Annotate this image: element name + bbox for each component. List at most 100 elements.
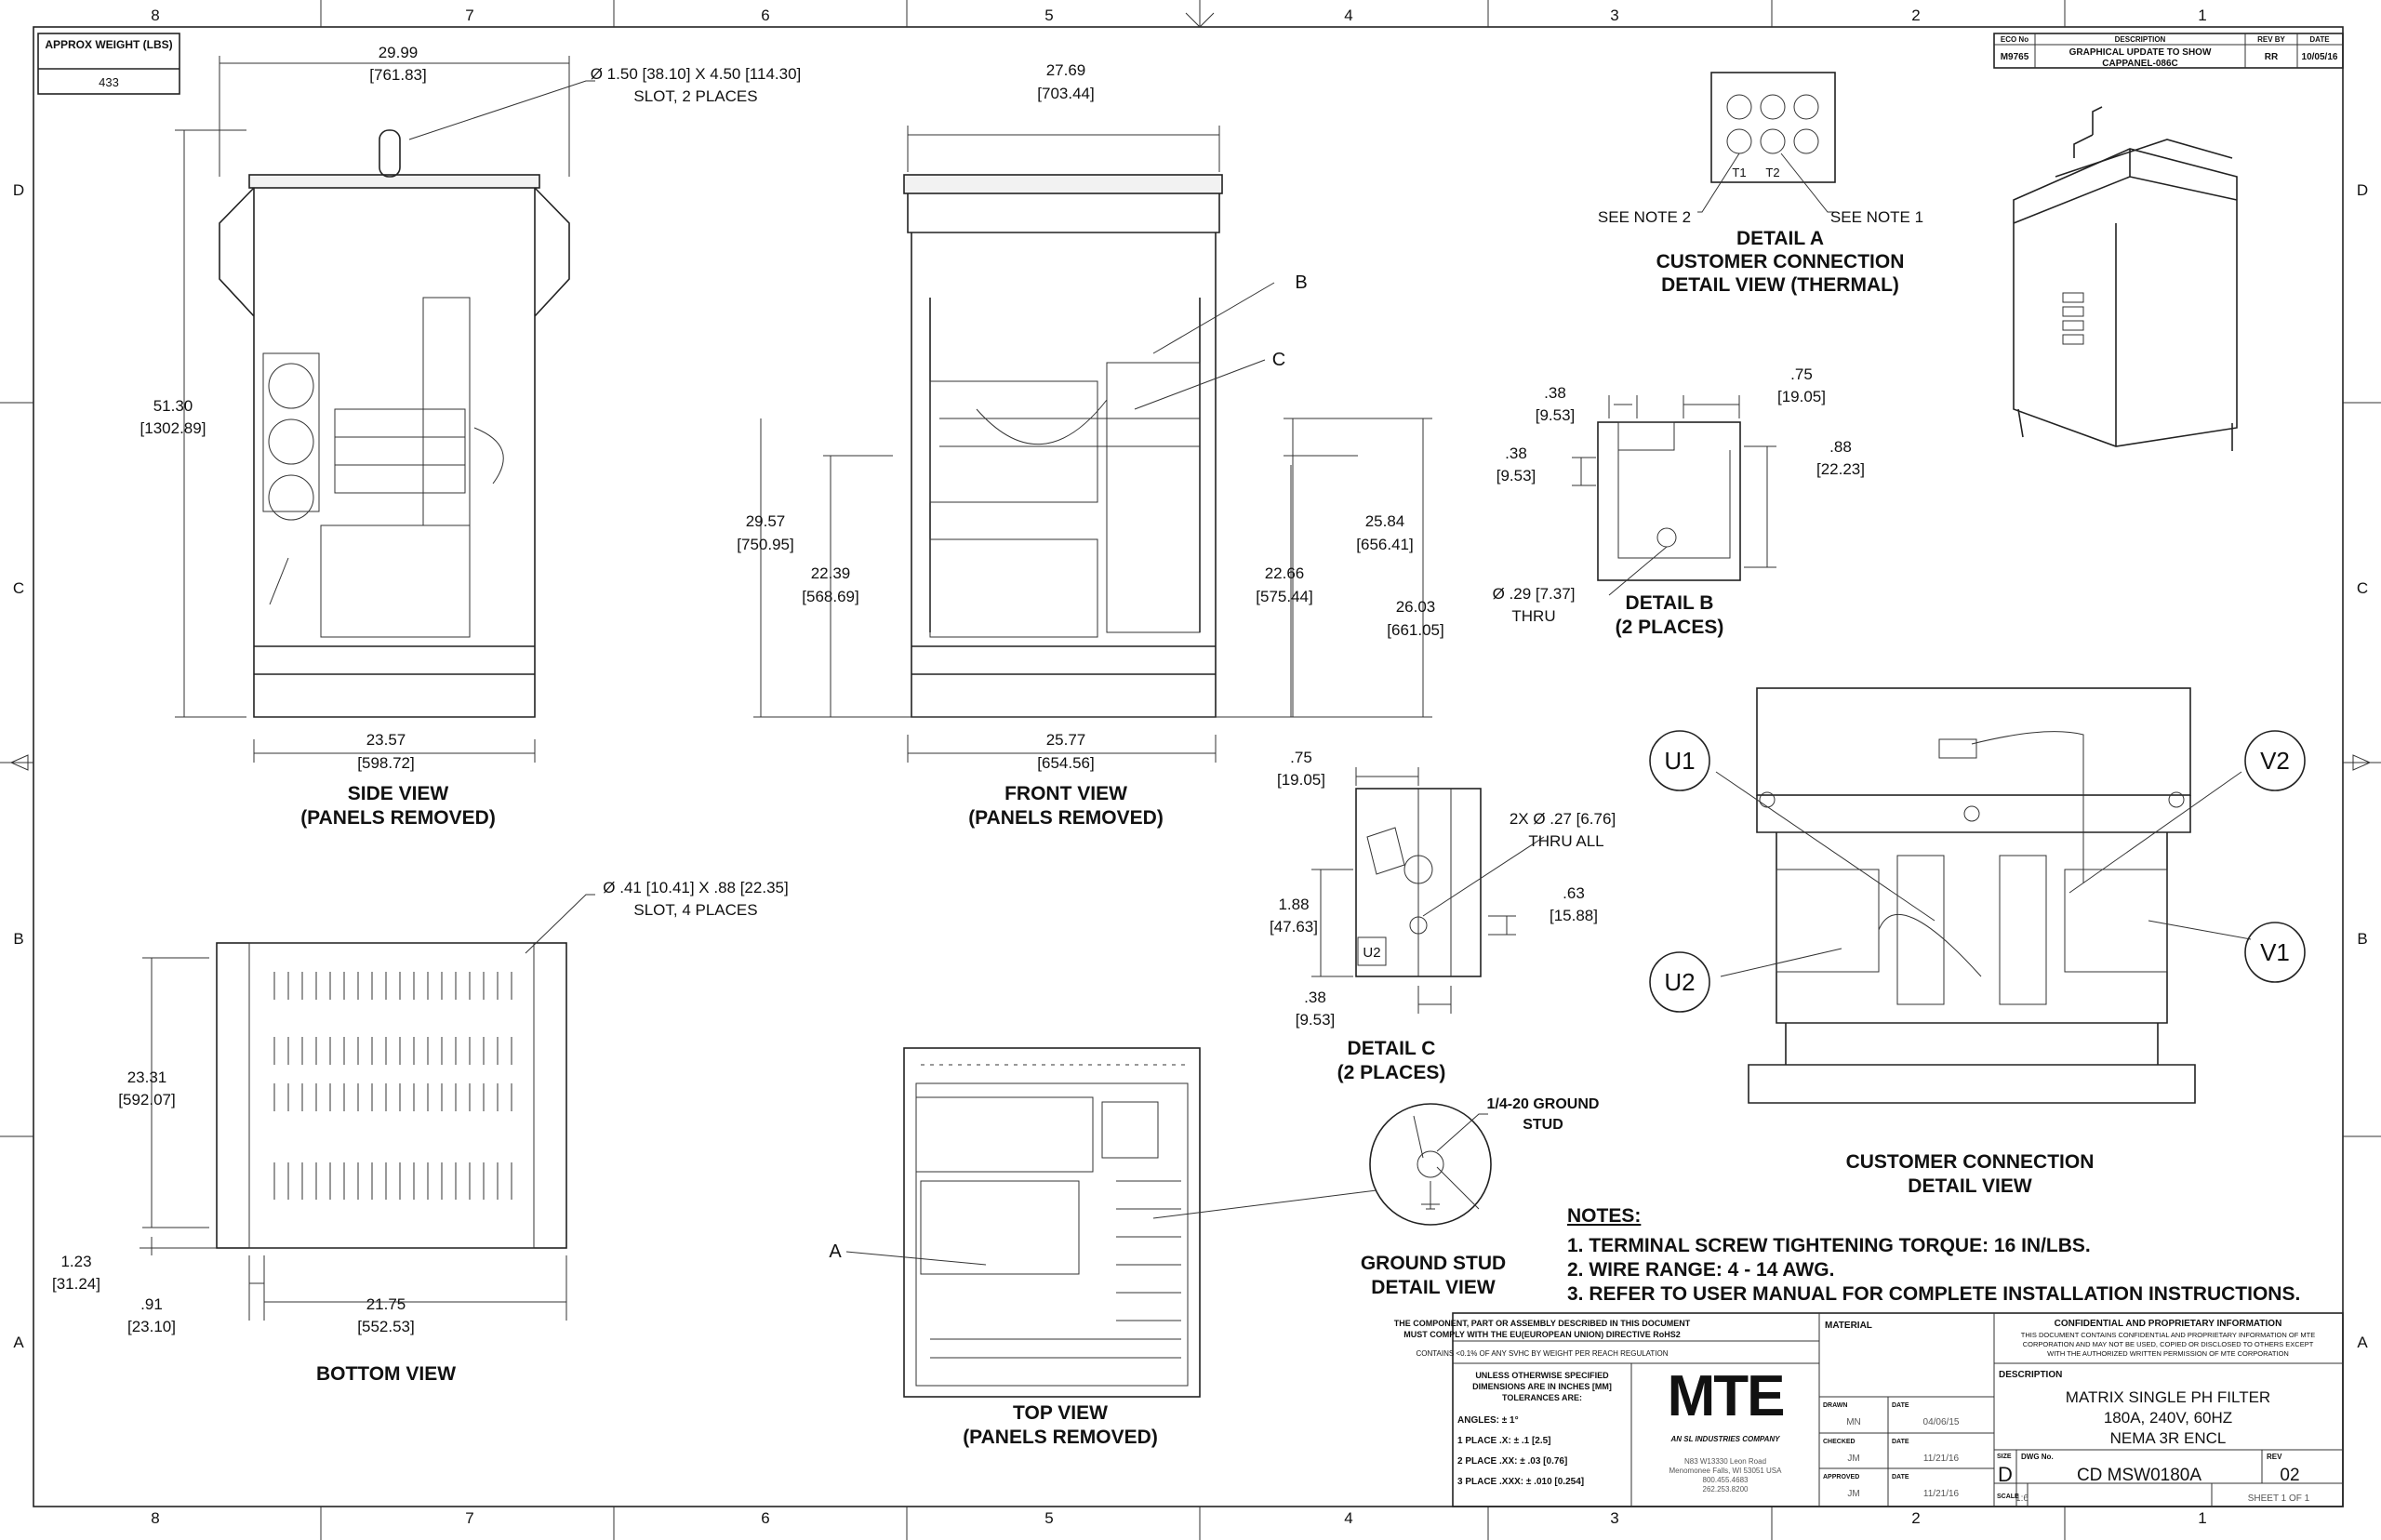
detail-b-dim-mm: [22.23] [1816,460,1865,478]
zone-row: D [2357,181,2368,199]
detail-b-dim-mm: [9.53] [1496,467,1536,485]
approved-by: JM [1847,1489,1859,1499]
callout-b: B [1295,272,1307,293]
front-dim-in: 22.66 [1265,564,1305,582]
title-block: THE COMPONENT, PART OR ASSEMBLY DESCRIBE… [1394,1312,2344,1507]
front-dim-mm: [750.95] [737,536,793,553]
detail-a-title: DETAIL A [1736,228,1824,249]
zone-row: B [2357,930,2367,948]
detail-c-dim-in: .63 [1563,884,1585,902]
material-label: MATERIAL [1825,1321,1872,1331]
sheet-number: SHEET 1 OF 1 [2248,1494,2310,1504]
drawn-date: 04/06/15 [1923,1417,1960,1427]
ground-subtitle: DETAIL VIEW [1371,1277,1496,1298]
terminal-v1: V1 [2260,938,2290,966]
zone-row: C [2357,579,2368,597]
detail-b-dim-in: .75 [1790,365,1813,383]
checked-label: CHECKED [1823,1439,1856,1445]
confidential-text: CORPORATION AND MAY NOT BE USED, COPIED … [2023,1340,2314,1348]
side-height-mm: [1302.89] [140,419,206,437]
zone-row: A [13,1334,24,1351]
detail-b-dim-mm: [19.05] [1777,388,1826,405]
detail-a-line3: DETAIL VIEW (THERMAL) [1661,274,1899,296]
zone-row: D [13,181,24,199]
weight-label: APPROX WEIGHT (LBS) [45,38,172,51]
detail-c-hole: 2X Ø .27 [6.76] [1510,810,1616,828]
side-width-top-in: 29.99 [379,44,419,61]
detail-c-dim-mm: [15.88] [1550,907,1598,924]
tolerance-heading-2: DIMENSIONS ARE IN INCHES [MM] [1472,1382,1612,1391]
date-label: DATE [1892,1402,1909,1409]
terminal-u2: U2 [1664,968,1695,996]
zone-col: 5 [1044,7,1053,24]
zone-col: 2 [1911,1509,1920,1527]
ground-callout-1: 1/4-20 GROUND [1487,1096,1600,1112]
terminal-t2: T2 [1765,166,1779,179]
tolerance-2-place: 2 PLACE .XX: ± .03 [0.76] [1457,1456,1567,1467]
bottom-dim-in: .91 [140,1295,163,1313]
tolerance-angles: ANGLES: ± 1° [1457,1415,1519,1426]
bottom-dim-in: 21.75 [366,1295,406,1313]
detail-c-title: DETAIL C [1348,1038,1436,1059]
checked-by: JM [1847,1454,1859,1464]
front-view: 27.69 [703.44] 29.57 [750.95] 22.39 [568… [737,61,1443,829]
terminal-u1: U1 [1664,747,1695,775]
rev-header-eco: ECO No [2001,35,2029,44]
zone-col: 8 [151,7,159,24]
ground-stud-detail: 1/4-20 GROUND STUD GROUND STUD DETAIL VI… [1361,1096,1600,1298]
bottom-view: Ø .41 [10.41] X .88 [22.35] SLOT, 4 PLAC… [52,879,789,1385]
customer-title: CUSTOMER CONNECTION [1846,1151,2095,1173]
rev-description: GRAPHICAL UPDATE TO SHOW [2069,47,2212,58]
rev-value: 02 [2280,1466,2299,1485]
notes: NOTES: 1. TERMINAL SCREW TIGHTENING TORQ… [1567,1205,2300,1305]
front-dim-in: 29.57 [746,512,786,530]
side-width-top-mm: [761.83] [369,66,426,84]
description-line: MATRIX SINGLE PH FILTER [2066,1388,2270,1406]
scale-label: SCALE [1997,1494,2019,1500]
detail-b-title: DETAIL B [1626,592,1714,614]
side-slot-note-2: SLOT, 2 PLACES [633,87,757,105]
rohs-line-1: THE COMPONENT, PART OR ASSEMBLY DESCRIBE… [1394,1319,1691,1328]
front-dim-in: 26.03 [1396,598,1436,616]
detail-b-hole-2: THRU [1511,607,1555,625]
reach-note: CONTAINS <0.1% OF ANY SVHC BY WEIGHT PER… [1416,1349,1668,1358]
note-item: 2. WIRE RANGE: 4 - 14 AWG. [1567,1259,1834,1281]
mte-logo: MTE [1668,1364,1784,1428]
zone-col: 6 [761,7,769,24]
detail-b-dim-in: .38 [1544,384,1566,402]
confidential-title: CONFIDENTIAL AND PROPRIETARY INFORMATION [2055,1319,2282,1329]
front-dim-in: 25.84 [1365,512,1405,530]
front-dim-in: 22.39 [811,564,851,582]
detail-c-dim-mm: [9.53] [1296,1011,1336,1029]
bottom-view-title: BOTTOM VIEW [316,1363,456,1385]
detail-c-subtitle: (2 PLACES) [1337,1062,1446,1083]
front-dim-mm: [656.41] [1356,536,1413,553]
side-slot-note: Ø 1.50 [38.10] X 4.50 [114.30] [591,65,802,83]
detail-b: .38 [9.53] .75 [19.05] .38 [9.53] .88 [2… [1493,365,1865,638]
address-phone: 262.253.8200 [1703,1485,1749,1494]
detail-b-dim-in: .88 [1829,438,1852,456]
detail-c-hole-2: THRU ALL [1528,832,1603,850]
see-note-2: SEE NOTE 2 [1598,208,1691,226]
detail-b-subtitle: (2 PLACES) [1616,617,1724,638]
detail-b-hole: Ø .29 [7.37] [1493,585,1576,603]
note-item: 1. TERMINAL SCREW TIGHTENING TORQUE: 16 … [1567,1235,2091,1256]
top-view: A TOP VIEW (PANELS REMOVED) [829,1047,1377,1448]
tolerance-3-place: 3 PLACE .XXX: ± .010 [0.254] [1457,1477,1584,1487]
rev-label: REV [2267,1453,2282,1461]
front-dim-mm: [575.44] [1256,588,1312,605]
top-view-title: TOP VIEW [1013,1402,1108,1424]
zone-col: 4 [1344,1509,1352,1527]
detail-b-dim-mm: [9.53] [1536,406,1576,424]
front-width-top-in: 27.69 [1046,61,1086,79]
zone-col: 7 [465,7,473,24]
detail-c-dim-in: .75 [1290,749,1312,766]
bottom-dim-mm: [552.53] [357,1318,414,1335]
tolerance-heading-1: UNLESS OTHERWISE SPECIFIED [1475,1371,1609,1380]
top-view-subtitle: (PANELS REMOVED) [963,1427,1158,1448]
front-dim-mm: [568.69] [802,588,858,605]
description-label: DESCRIPTION [1999,1370,2062,1380]
rev-header-description: DESCRIPTION [2115,35,2166,44]
